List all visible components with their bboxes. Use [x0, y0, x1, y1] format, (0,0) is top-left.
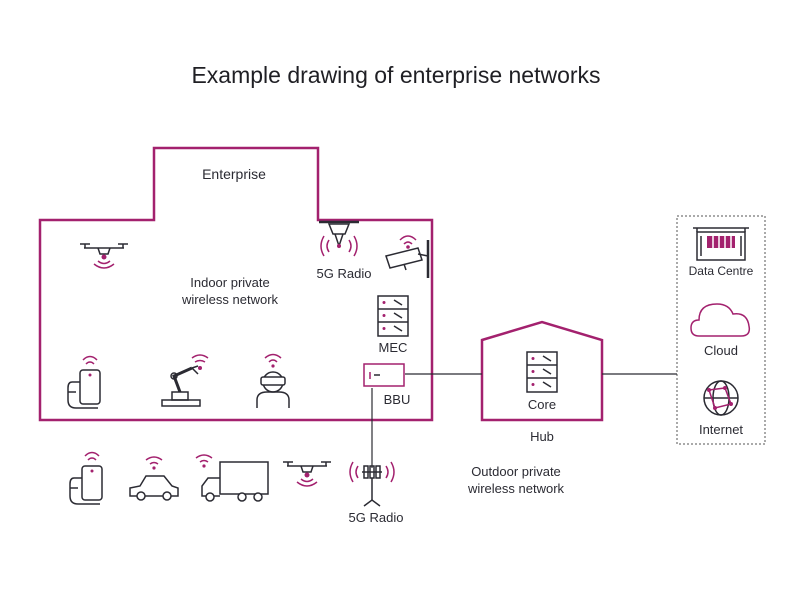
internet-label: Internet [698, 422, 744, 437]
drone-icon [80, 243, 128, 269]
enterprise-building [38, 146, 434, 422]
outdoor-network-label-line2: wireless network [467, 481, 565, 496]
bbu-label: BBU [383, 392, 411, 407]
phone-hand-icon [69, 451, 103, 505]
server-icon [526, 351, 558, 393]
external-services-box [676, 215, 766, 445]
radio-antenna-icon [349, 461, 395, 507]
radio-antenna-icon [319, 220, 359, 257]
cloud-icon [690, 303, 751, 337]
security-camera-icon [385, 235, 430, 278]
outdoor-network-label-line1: Outdoor private [471, 464, 561, 479]
enterprise-label: Enterprise [202, 166, 266, 182]
mec-label: MEC [378, 340, 408, 355]
cloud-label: Cloud [704, 343, 738, 358]
data-centre-label: Data Centre [688, 264, 754, 278]
data-centre-icon [693, 227, 749, 261]
vr-headset-person-icon [256, 353, 290, 408]
hub-building [480, 320, 604, 422]
bbu-unit-icon [363, 363, 405, 387]
page-title: Example drawing of enterprise networks [191, 62, 601, 88]
globe-icon [703, 380, 739, 416]
radio-indoor-label: 5G Radio [316, 266, 372, 281]
indoor-network-label-line1: Indoor private [190, 275, 270, 290]
truck-icon [195, 454, 269, 502]
indoor-network-label-line2: wireless network [181, 292, 279, 307]
car-icon [129, 456, 179, 501]
robot-arm-icon [161, 354, 209, 407]
phone-hand-icon [67, 355, 101, 409]
core-label: Core [527, 397, 557, 412]
server-icon [377, 295, 409, 337]
drone-icon [283, 461, 331, 487]
radio-outdoor-label: 5G Radio [348, 510, 404, 525]
hub-label: Hub [530, 429, 554, 444]
